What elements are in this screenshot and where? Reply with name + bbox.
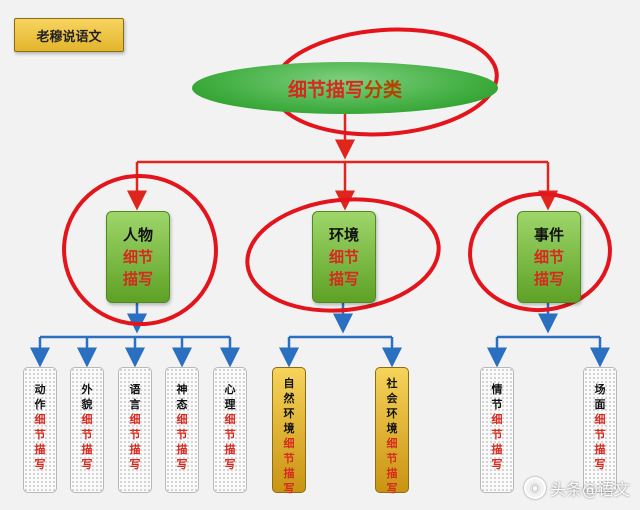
leaf-char: 节 (491, 428, 503, 441)
category-sub: 描写 (533, 270, 564, 288)
category-event: 事件 细节 描写 (517, 211, 581, 303)
leaf-char: 环 (386, 407, 398, 420)
leaf-char: 节 (283, 452, 295, 465)
leaf-scene: 场 面 细 节 描 写 (583, 367, 617, 493)
leaf-char: 动 (34, 383, 46, 396)
leaf-char: 描 (283, 467, 295, 480)
category-person: 人物 细节 描写 (106, 211, 170, 303)
leaf-char: 细 (34, 413, 46, 426)
watermark: ◉ 头条@语文 (523, 476, 630, 500)
leaf-char: 描 (594, 443, 606, 456)
leaf-psychology: 心 理 细 节 描 写 (213, 367, 247, 493)
leaf-char: 社 (386, 377, 398, 390)
leaf-char: 写 (283, 482, 295, 495)
leaf-char: 写 (386, 482, 398, 495)
category-label: 环境 (328, 226, 359, 244)
leaf-char: 节 (129, 428, 141, 441)
leaf-char: 细 (491, 413, 503, 426)
leaf-char: 节 (386, 452, 398, 465)
leaf-char: 写 (594, 458, 606, 471)
leaf-char: 理 (224, 398, 236, 411)
leaf-char: 细 (594, 413, 606, 426)
leaf-char: 细 (224, 413, 236, 426)
leaf-appearance: 外 貌 细 节 描 写 (70, 367, 104, 493)
category-sub: 细节 (328, 248, 359, 266)
leaf-char: 语 (129, 383, 141, 396)
leaf-char: 自 (283, 377, 295, 390)
leaf-char: 会 (386, 392, 398, 405)
author-badge: 老穆说语文 (14, 18, 124, 52)
leaf-expression: 神 态 细 节 描 写 (165, 367, 199, 493)
leaf-char: 神 (176, 383, 188, 396)
leaf-char: 情 (491, 383, 503, 396)
leaf-char: 外 (81, 383, 93, 396)
category-label: 人物 (122, 226, 153, 244)
leaf-char: 描 (176, 443, 188, 456)
leaf-char: 面 (594, 398, 606, 411)
leaf-char: 细 (283, 437, 295, 450)
leaf-social-environment: 社 会 环 境 细 节 描 写 (375, 367, 409, 495)
leaf-char: 描 (386, 467, 398, 480)
leaf-char: 环 (283, 407, 295, 420)
root-title: 细节描写 (287, 78, 364, 101)
leaf-plot: 情 节 细 节 描 写 (480, 367, 514, 493)
root-suffix: 分类 (364, 78, 403, 101)
leaf-char: 节 (224, 428, 236, 441)
leaf-char: 节 (81, 428, 93, 441)
leaf-char: 言 (129, 398, 141, 411)
leaf-char: 作 (34, 398, 46, 411)
leaf-char: 细 (81, 413, 93, 426)
red-arrows (127, 114, 558, 211)
leaf-char: 细 (129, 413, 141, 426)
leaf-char: 细 (386, 437, 398, 450)
leaf-char: 写 (129, 458, 141, 471)
leaf-char: 场 (594, 383, 606, 396)
leaf-char: 描 (34, 443, 46, 456)
toutiao-icon: ◉ (523, 477, 546, 499)
category-environment: 环境 细节 描写 (312, 211, 376, 303)
leaf-char: 境 (386, 422, 398, 435)
root-node: 细节描写分类 (192, 62, 498, 114)
leaf-char: 描 (81, 443, 93, 456)
leaf-char: 心 (224, 383, 236, 396)
leaf-char: 貌 (81, 398, 93, 411)
leaf-char: 描 (224, 443, 236, 456)
leaf-char: 然 (283, 392, 295, 405)
leaf-char: 写 (34, 458, 46, 471)
leaf-char: 细 (176, 413, 188, 426)
category-sub: 细节 (533, 248, 564, 266)
leaf-char: 写 (176, 458, 188, 471)
watermark-text: 头条@语文 (549, 480, 630, 499)
leaf-char: 写 (224, 458, 236, 471)
category-sub: 描写 (328, 270, 359, 288)
leaf-char: 境 (283, 422, 295, 435)
leaf-natural-environment: 自 然 环 境 细 节 描 写 (272, 367, 306, 495)
leaf-char: 描 (491, 443, 503, 456)
leaf-char: 节 (34, 428, 46, 441)
leaf-char: 节 (176, 428, 188, 441)
category-sub: 细节 (122, 248, 153, 266)
leaf-char: 节 (594, 428, 606, 441)
category-sub: 描写 (122, 270, 153, 288)
category-label: 事件 (533, 226, 564, 244)
leaf-char: 节 (491, 398, 503, 411)
leaf-action: 动 作 细 节 描 写 (23, 367, 57, 493)
leaf-speech: 语 言 细 节 描 写 (118, 367, 152, 493)
leaf-char: 写 (81, 458, 93, 471)
blue-arrows (30, 301, 610, 368)
leaf-char: 描 (129, 443, 141, 456)
leaf-char: 态 (176, 398, 188, 411)
leaf-char: 写 (491, 458, 503, 471)
